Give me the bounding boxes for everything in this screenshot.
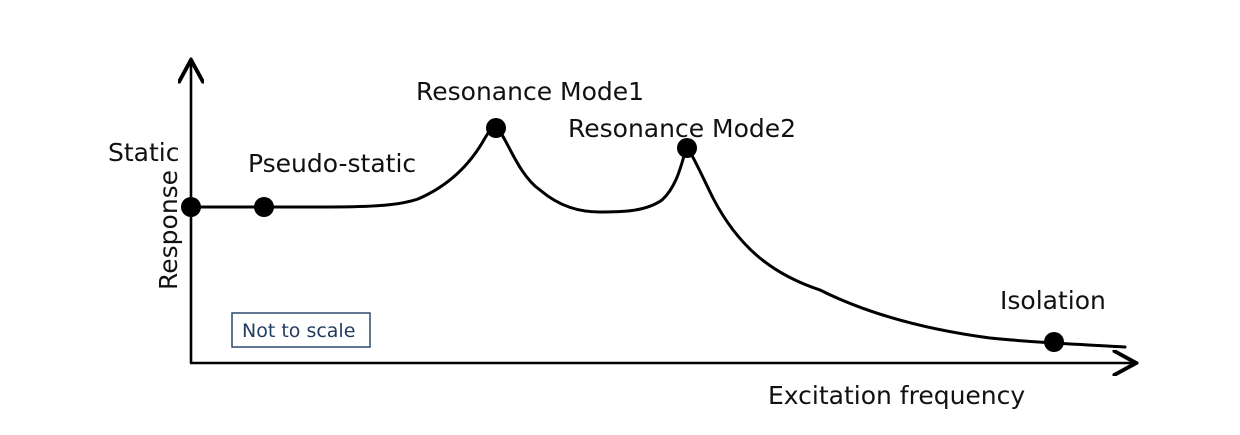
response-curve bbox=[189, 125, 1127, 349]
pseudo-static-label: Pseudo-static bbox=[248, 149, 416, 178]
static-point bbox=[181, 197, 201, 217]
x-axis-label: Excitation frequency bbox=[768, 381, 1025, 410]
y-axis-label: Response bbox=[154, 170, 183, 290]
note-text: Not to scale bbox=[242, 320, 355, 342]
isolation-point bbox=[1044, 332, 1064, 352]
resonance-mode1-point bbox=[486, 118, 506, 138]
resonance-mode2-label: Resonance Mode2 bbox=[568, 114, 796, 143]
static-label: Static bbox=[108, 138, 179, 167]
pseudo-static-point bbox=[254, 197, 274, 217]
resonance-mode1-label: Resonance Mode1 bbox=[416, 77, 644, 106]
isolation-label: Isolation bbox=[1000, 286, 1106, 315]
resonance-mode2-point bbox=[677, 138, 697, 158]
note-box bbox=[231, 312, 371, 348]
